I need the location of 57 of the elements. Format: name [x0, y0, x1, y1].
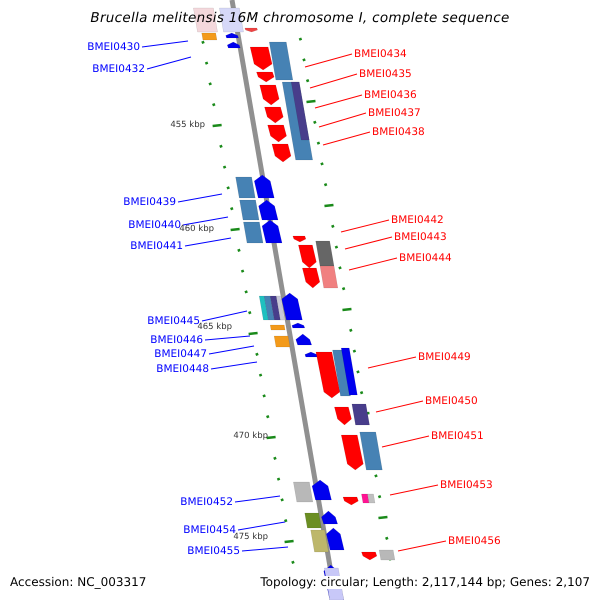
leader-line — [314, 94, 362, 108]
gene-label: BMEI0452 — [180, 496, 233, 508]
leader-line — [398, 540, 446, 552]
gene-label: BMEI0447 — [154, 348, 207, 360]
gene-label: BMEI0439 — [123, 196, 176, 208]
gene-label: BMEI0444 — [399, 252, 452, 264]
leader-line — [390, 484, 438, 496]
gene-label: BMEI0437 — [368, 106, 421, 120]
leader-line — [304, 54, 352, 68]
gene-label: BMEI0456 — [448, 534, 501, 548]
leader-line — [344, 236, 392, 250]
gene-label: BMEI0453 — [440, 478, 493, 492]
gene-label: BMEI0455 — [187, 544, 240, 558]
gene-label: BMEI0446 — [150, 334, 203, 346]
title: Brucella melitensis 16M chromosome I, complete sequence — [89, 10, 511, 26]
scale-label: 475 kbp — [233, 532, 268, 542]
gene-label: BMEI0443 — [394, 230, 447, 244]
scale-label: 465 kbp — [197, 322, 232, 332]
gene-label: BMEI0451 — [431, 430, 484, 442]
gene-label: BMEI0448 — [156, 362, 209, 376]
leader-line — [238, 522, 286, 530]
scale-label: 460 kbp — [179, 224, 214, 234]
gene-label: BMEI0438 — [372, 126, 425, 138]
gene-label: BMEI0441 — [130, 240, 183, 252]
leader-line — [142, 40, 188, 48]
gene-label: BMEI0454 — [183, 524, 236, 536]
leader-line — [340, 220, 390, 232]
scale-label: 455 kbp — [170, 120, 205, 130]
scale-label: 470 kbp — [233, 431, 268, 441]
accession-text: Accession: NC_003317 — [10, 576, 146, 588]
leader-line — [208, 346, 254, 354]
gene-label: BMEI0430 — [87, 40, 140, 54]
leader-line — [146, 56, 192, 70]
leader-line — [310, 74, 358, 88]
gene-label: BMEI0450 — [425, 394, 478, 408]
leader-line — [204, 336, 250, 340]
gene-label: BMEI0435 — [359, 68, 412, 80]
gene-label: BMEI0440 — [128, 218, 181, 232]
gene-label: BMEI0432 — [92, 62, 145, 76]
leader-line — [322, 132, 370, 146]
leader-line — [210, 362, 258, 370]
gene-label: BMEI0449 — [418, 350, 471, 364]
leader-line — [382, 436, 430, 448]
summary-text: Topology: circular; Length: 2,117,144 bp; Genes: 2,107 — [260, 576, 590, 588]
leader-line — [178, 194, 222, 202]
leader-line — [368, 356, 416, 368]
leader-line — [348, 258, 398, 270]
gene-label: BMEI0436 — [364, 88, 417, 102]
gene-label: BMEI0442 — [391, 214, 444, 226]
leader-line — [242, 546, 288, 552]
leader-line — [234, 496, 280, 502]
leader-line — [318, 112, 366, 128]
leader-line — [376, 400, 424, 412]
gene-label: BMEI0434 — [354, 48, 407, 60]
leader-line — [182, 216, 228, 226]
leader-line — [202, 310, 248, 322]
leader-line — [184, 238, 232, 246]
